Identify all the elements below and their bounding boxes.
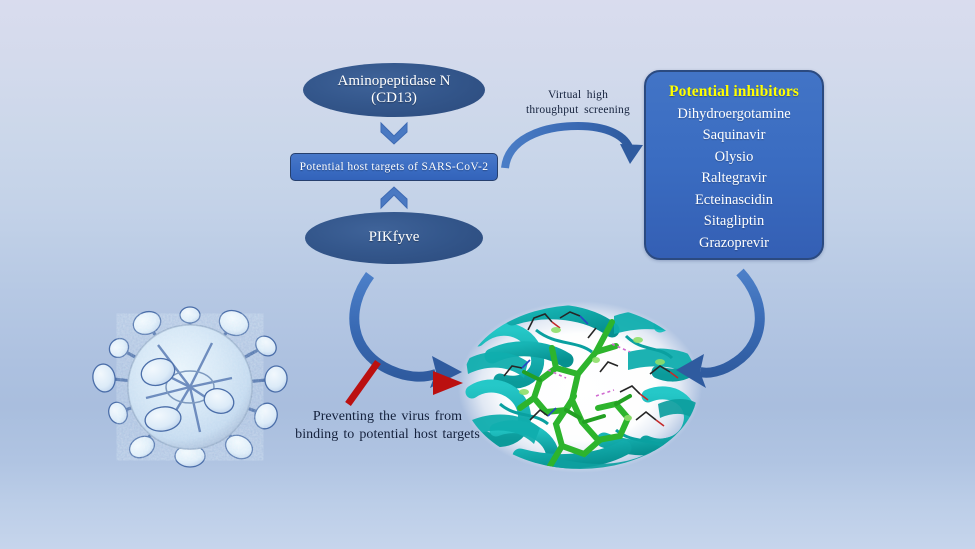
node-aminopeptidase-n: Aminopeptidase N (CD13) [303, 63, 485, 117]
screening-label-line2: throughput screening [526, 104, 630, 117]
list-item: Olysio [714, 148, 754, 165]
prevent-binding-label: Preventing the virus from binding to pot… [280, 408, 495, 445]
screening-curve-arrow [501, 121, 643, 169]
screening-label-line1: Virtual high [547, 89, 609, 101]
list-item: Ecteinascidin [694, 191, 774, 208]
inhibitors-to-protein-arrow [676, 268, 765, 388]
chevron-up-icon [380, 186, 408, 210]
list-item: Saquinavir [702, 127, 766, 144]
chevron-down-icon [380, 121, 408, 145]
list-item: Raltegravir [701, 170, 767, 187]
node-pikfyve-label: PIKfyve [368, 229, 420, 246]
list-item: Grazoprevir [698, 234, 770, 251]
node-pikfyve: PIKfyve [305, 212, 483, 264]
node-host-targets-label: Potential host targets of SARS-CoV-2 [299, 161, 489, 173]
screening-edge-label: Virtual high throughput screening [513, 88, 643, 118]
node-aminopeptidase-line1: Aminopeptidase N [337, 72, 451, 89]
list-item: Sitagliptin [703, 213, 765, 230]
node-aminopeptidase-line2: (CD13) [371, 90, 417, 106]
node-potential-host-targets: Potential host targets of SARS-CoV-2 [290, 153, 498, 181]
inhibitors-panel-title: Potential inhibitors [669, 83, 799, 100]
virus-to-protein-arrow [349, 272, 462, 388]
prevent-label-line2: binding to potential host targets [295, 427, 480, 443]
blocked-binding-arrow [295, 359, 463, 407]
list-item: Dihydroergotamine [677, 106, 791, 122]
potential-inhibitors-panel: Potential inhibitors Dihydroergotamine S… [644, 70, 824, 260]
prevent-label-line1: Preventing the virus from [312, 409, 463, 424]
